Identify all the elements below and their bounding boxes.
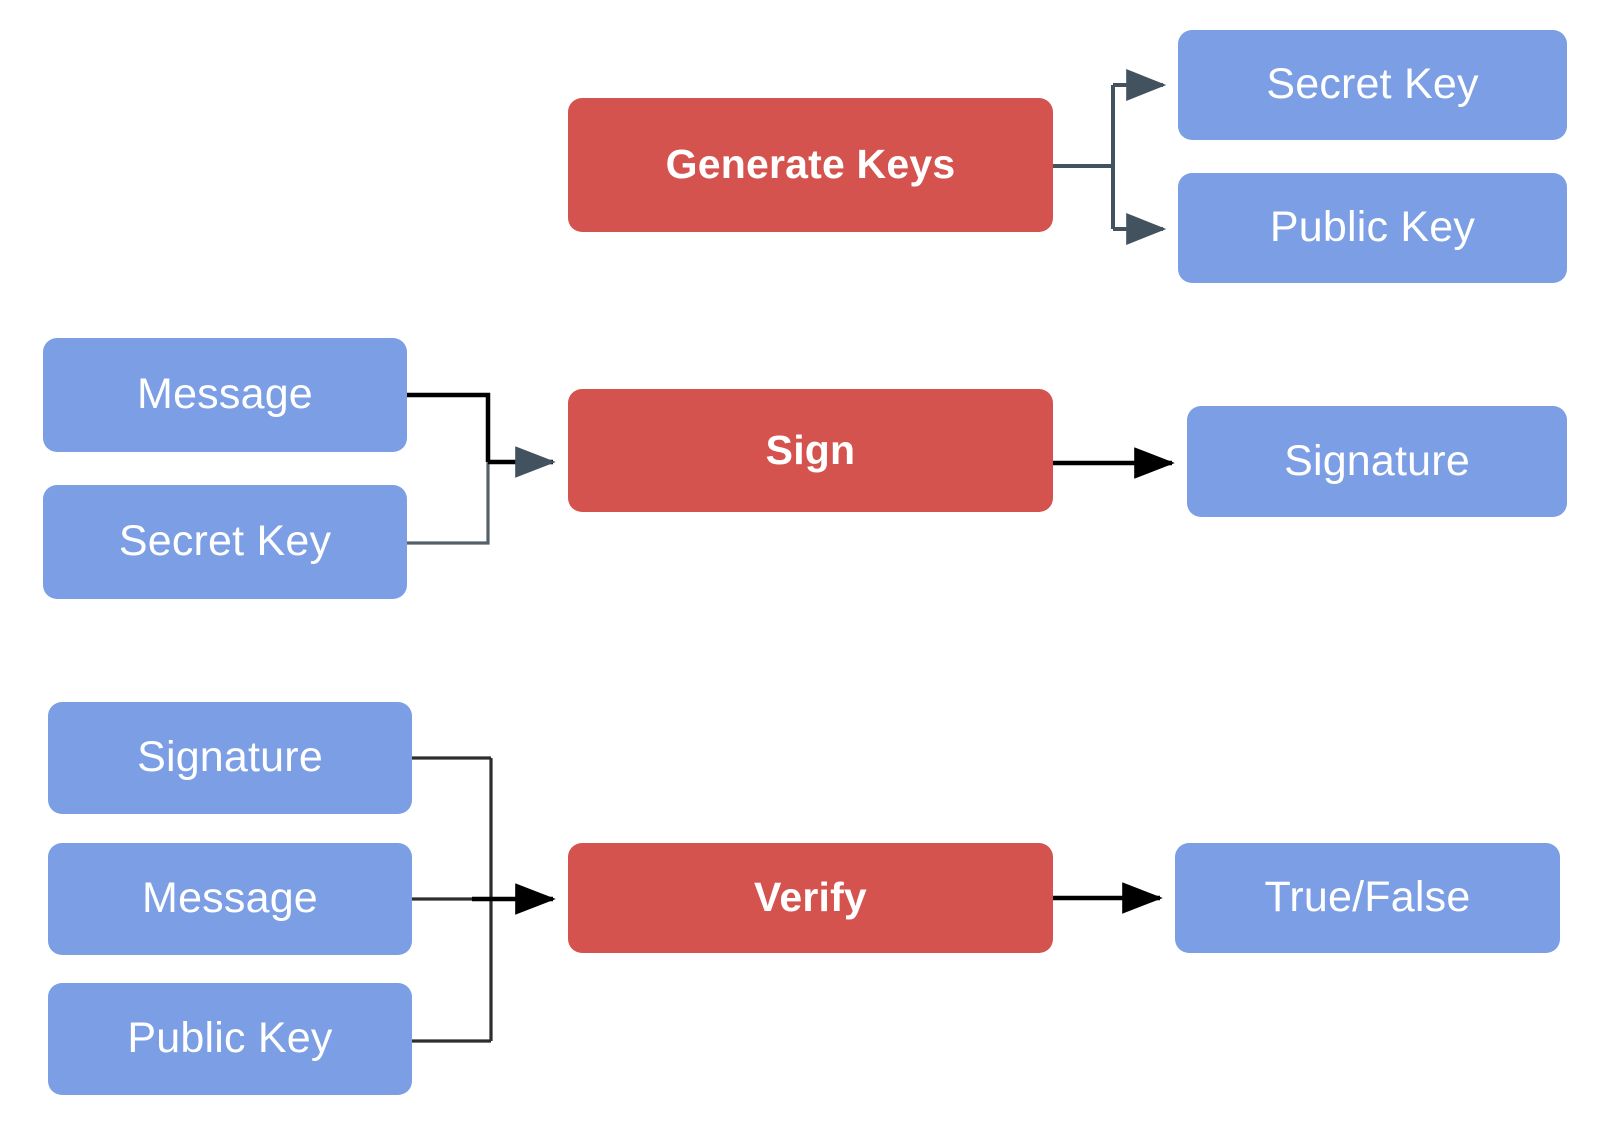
data-true-false-output[interactable]: True/False <box>1175 843 1560 953</box>
process-sign[interactable]: Sign <box>568 389 1053 512</box>
data-public-key-output[interactable]: Public Key <box>1178 173 1567 283</box>
connector-generate-keys-split <box>1053 69 1167 245</box>
data-message-sign-input[interactable]: Message <box>43 338 407 452</box>
data-signature-sign-output[interactable]: Signature <box>1187 406 1567 517</box>
data-public-key-verify-input[interactable]: Public Key <box>48 983 412 1095</box>
data-secret-key-sign-input[interactable]: Secret Key <box>43 485 407 599</box>
connector-sign-inputs <box>407 392 556 545</box>
process-verify[interactable]: Verify <box>568 843 1053 953</box>
data-signature-verify-input[interactable]: Signature <box>48 702 412 814</box>
process-generate-keys[interactable]: Generate Keys <box>568 98 1053 232</box>
data-message-verify-input[interactable]: Message <box>48 843 412 955</box>
data-secret-key-output[interactable]: Secret Key <box>1178 30 1567 140</box>
connector-verify-inputs <box>412 756 556 1043</box>
